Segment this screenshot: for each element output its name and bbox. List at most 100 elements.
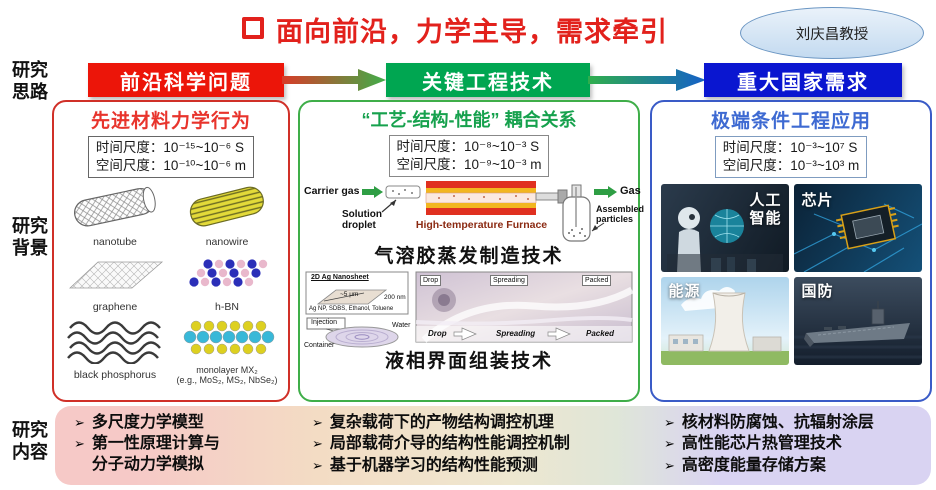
applications-grid: 人工智能 芯片 — [660, 184, 922, 366]
research-content-right-list: ➢ 核材料防腐蚀、抗辐射涂层 ➢ 高性能芯片热管理技术 ➢ 高密度能量存储方案 — [664, 412, 926, 477]
research-content-middle-list: ➢ 复杂载荷下的产物结构调控机理 ➢ 局部载荷介导的结构性能调控机制 ➢ 基于机… — [312, 412, 648, 477]
solution-droplet-label: Solution droplet — [342, 209, 382, 232]
application-defense-label: 国防 — [801, 283, 834, 301]
row-label-research-content: 研究 内容 — [12, 420, 48, 462]
panel-mid-scale-box: 时间尺度：10⁻⁸~10⁻³ S 空间尺度：10⁻⁹~10⁻³ m — [388, 135, 550, 178]
flow-step1-label: 前沿科学问题 — [120, 71, 252, 94]
professor-badge: 刘庆昌教授 — [740, 7, 924, 59]
injection-label: Injection — [311, 319, 338, 327]
list-item: ➢ 多尺度力学模型 — [74, 413, 306, 433]
liquid-assembly-image — [305, 271, 634, 348]
stage-drop-label: Drop — [428, 329, 447, 339]
flow-step-national-needs: 重大国家需求 — [704, 63, 902, 97]
research-content-left-list: ➢ 多尺度力学模型 ➢ 第一性原理计算与 分子动力学模拟 — [74, 412, 306, 476]
black-phosphorus-image — [67, 320, 161, 365]
material-black-phosphorus: black phosphorus — [60, 314, 170, 386]
green-to-blue-arrow-icon — [588, 69, 706, 91]
panel-right-scale-box: 时间尺度：10⁻³~10⁷ S 空间尺度：10⁻³~10³ m — [714, 136, 868, 179]
application-energy-image: 能源 — [660, 277, 789, 366]
monolayer-mx2-image — [183, 320, 275, 354]
material-nanotube: nanotube — [60, 183, 170, 248]
hbn-image — [189, 258, 268, 287]
stage-drop-tag: Drop — [420, 275, 442, 287]
time-scale: 时间尺度：10⁻⁸~10⁻³ S — [396, 139, 540, 154]
row-label-research-background: 研究 背景 — [12, 216, 48, 258]
space-scale: 空间尺度：10⁻⁹~10⁻³ m — [396, 157, 542, 173]
container-label: Container — [304, 342, 335, 350]
graphene-image — [68, 261, 164, 288]
material-monolayer-mx2: monolayer MX₂ (e.g., MoS₂, MS₂, NbSe₂) — [172, 314, 282, 386]
list-item: ➢ 高密度能量存储方案 — [664, 456, 926, 476]
nanotube-image — [74, 187, 156, 227]
arrow-bullet-icon: ➢ — [74, 436, 85, 452]
panel-mid-title: “工艺-结构-性能” 耦合关系 — [361, 110, 577, 130]
stage-spreading-label: Spreading — [496, 329, 536, 339]
material-hbn: h-BN — [172, 250, 282, 313]
materials-grid: nanotube nanowire graphene — [54, 180, 288, 385]
flow-step2-label: 关键工程技术 — [422, 71, 554, 94]
stage-spreading-tag: Spreading — [490, 275, 528, 287]
application-chip-label: 芯片 — [801, 192, 834, 210]
liquid-assembly-diagram: 2D Ag Nanosheet ~5 μm 200 nm Ag NP, SDBS… — [304, 270, 634, 350]
recipe-label: Ag NP, SDBS, Ethanol, Toluene — [309, 306, 394, 313]
row-label-research-approach: 研究 思路 — [12, 60, 48, 102]
flow-step-key-engineering: 关键工程技术 — [386, 63, 590, 97]
gas-label: Gas — [620, 185, 641, 198]
arrow-bullet-icon: ➢ — [312, 457, 323, 473]
panel-left-title: 先进材料力学行为 — [90, 111, 251, 132]
professor-name: 刘庆昌教授 — [795, 26, 869, 43]
aircraft-carrier-illustration — [793, 301, 922, 359]
list-item: ➢ 基于机器学习的结构性能预测 — [312, 456, 648, 476]
arrow-bullet-icon: ➢ — [74, 415, 85, 430]
square-bullet-icon — [242, 17, 264, 39]
robot-illustration — [666, 207, 783, 273]
power-plant-illustration — [660, 287, 789, 366]
time-scale: 时间尺度：10⁻³~10⁷ S — [722, 140, 858, 155]
slide-title-text: 面向前沿，力学主导，需求牵引 — [276, 17, 668, 47]
stage-packed-tag: Packed — [582, 275, 612, 287]
arrow-bullet-icon: ➢ — [312, 436, 323, 452]
aerosol-caption: 气溶胶蒸发制造技术 — [374, 246, 564, 268]
chip-illustration — [793, 203, 922, 273]
list-item: ➢ 第一性原理计算与 分子动力学模拟 — [74, 434, 306, 475]
stage-packed-label: Packed — [586, 329, 615, 339]
panel-right-title: 极端条件工程应用 — [710, 111, 871, 132]
list-item: ➢ 局部载荷介导的结构性能调控机制 — [312, 434, 648, 454]
panel-material-mechanics: 先进材料力学行为 时间尺度：10⁻¹⁵~10⁻⁶ S 空间尺度：10⁻¹⁰~10… — [52, 100, 290, 402]
arrow-bullet-icon: ➢ — [664, 457, 675, 473]
material-graphene: graphene — [60, 250, 170, 313]
size-200nm-label: 200 nm — [384, 294, 406, 302]
application-defense-image: 国防 — [793, 277, 922, 366]
space-scale: 空间尺度：10⁻¹⁰~10⁻⁶ m — [95, 158, 247, 174]
panel-left-scale-box: 时间尺度：10⁻¹⁵~10⁻⁶ S 空间尺度：10⁻¹⁰~10⁻⁶ m — [87, 136, 255, 179]
application-ai-image: 人工智能 — [660, 184, 789, 273]
time-scale: 时间尺度：10⁻¹⁵~10⁻⁶ S — [95, 140, 244, 155]
list-item: ➢ 复杂载荷下的产物结构调控机理 — [312, 413, 648, 433]
application-energy-label: 能源 — [668, 283, 701, 301]
flow-step-frontier-science: 前沿科学问题 — [88, 63, 284, 97]
liquid-assembly-caption: 液相界面组装技术 — [384, 351, 553, 373]
slide-title: 面向前沿，力学主导，需求牵引 — [242, 10, 668, 49]
assembled-particles-label: Assembled particles — [596, 204, 645, 225]
aerosol-diagram-image — [362, 181, 617, 243]
nanosheet-label: 2D Ag Nanosheet — [311, 274, 369, 282]
research-content-strip — [55, 406, 931, 485]
water-label: Water — [392, 322, 411, 330]
aerosol-diagram: Carrier gas Solution droplet High-temper… — [304, 179, 645, 245]
carrier-gas-label: Carrier gas — [304, 185, 360, 198]
application-ai-label: 人工智能 — [749, 192, 782, 228]
arrow-bullet-icon: ➢ — [312, 415, 323, 430]
flow-step3-label: 重大国家需求 — [737, 71, 869, 94]
size-5um-label: ~5 μm — [340, 291, 359, 299]
application-chip-image: 芯片 — [793, 184, 922, 273]
nanowire-image — [189, 187, 264, 227]
panel-process-structure-property: “工艺-结构-性能” 耦合关系 时间尺度：10⁻⁸~10⁻³ S 空间尺度：10… — [298, 100, 645, 402]
arrow-bullet-icon: ➢ — [664, 415, 675, 430]
panel-extreme-applications: 极端条件工程应用 时间尺度：10⁻³~10⁷ S 空间尺度：10⁻³~10³ m… — [650, 100, 932, 402]
material-nanowire: nanowire — [172, 183, 282, 248]
arrow-bullet-icon: ➢ — [664, 436, 675, 452]
furnace-label: High-temperature Furnace — [415, 219, 548, 232]
list-item: ➢ 高性能芯片热管理技术 — [664, 434, 926, 454]
red-to-green-arrow-icon — [282, 69, 386, 91]
